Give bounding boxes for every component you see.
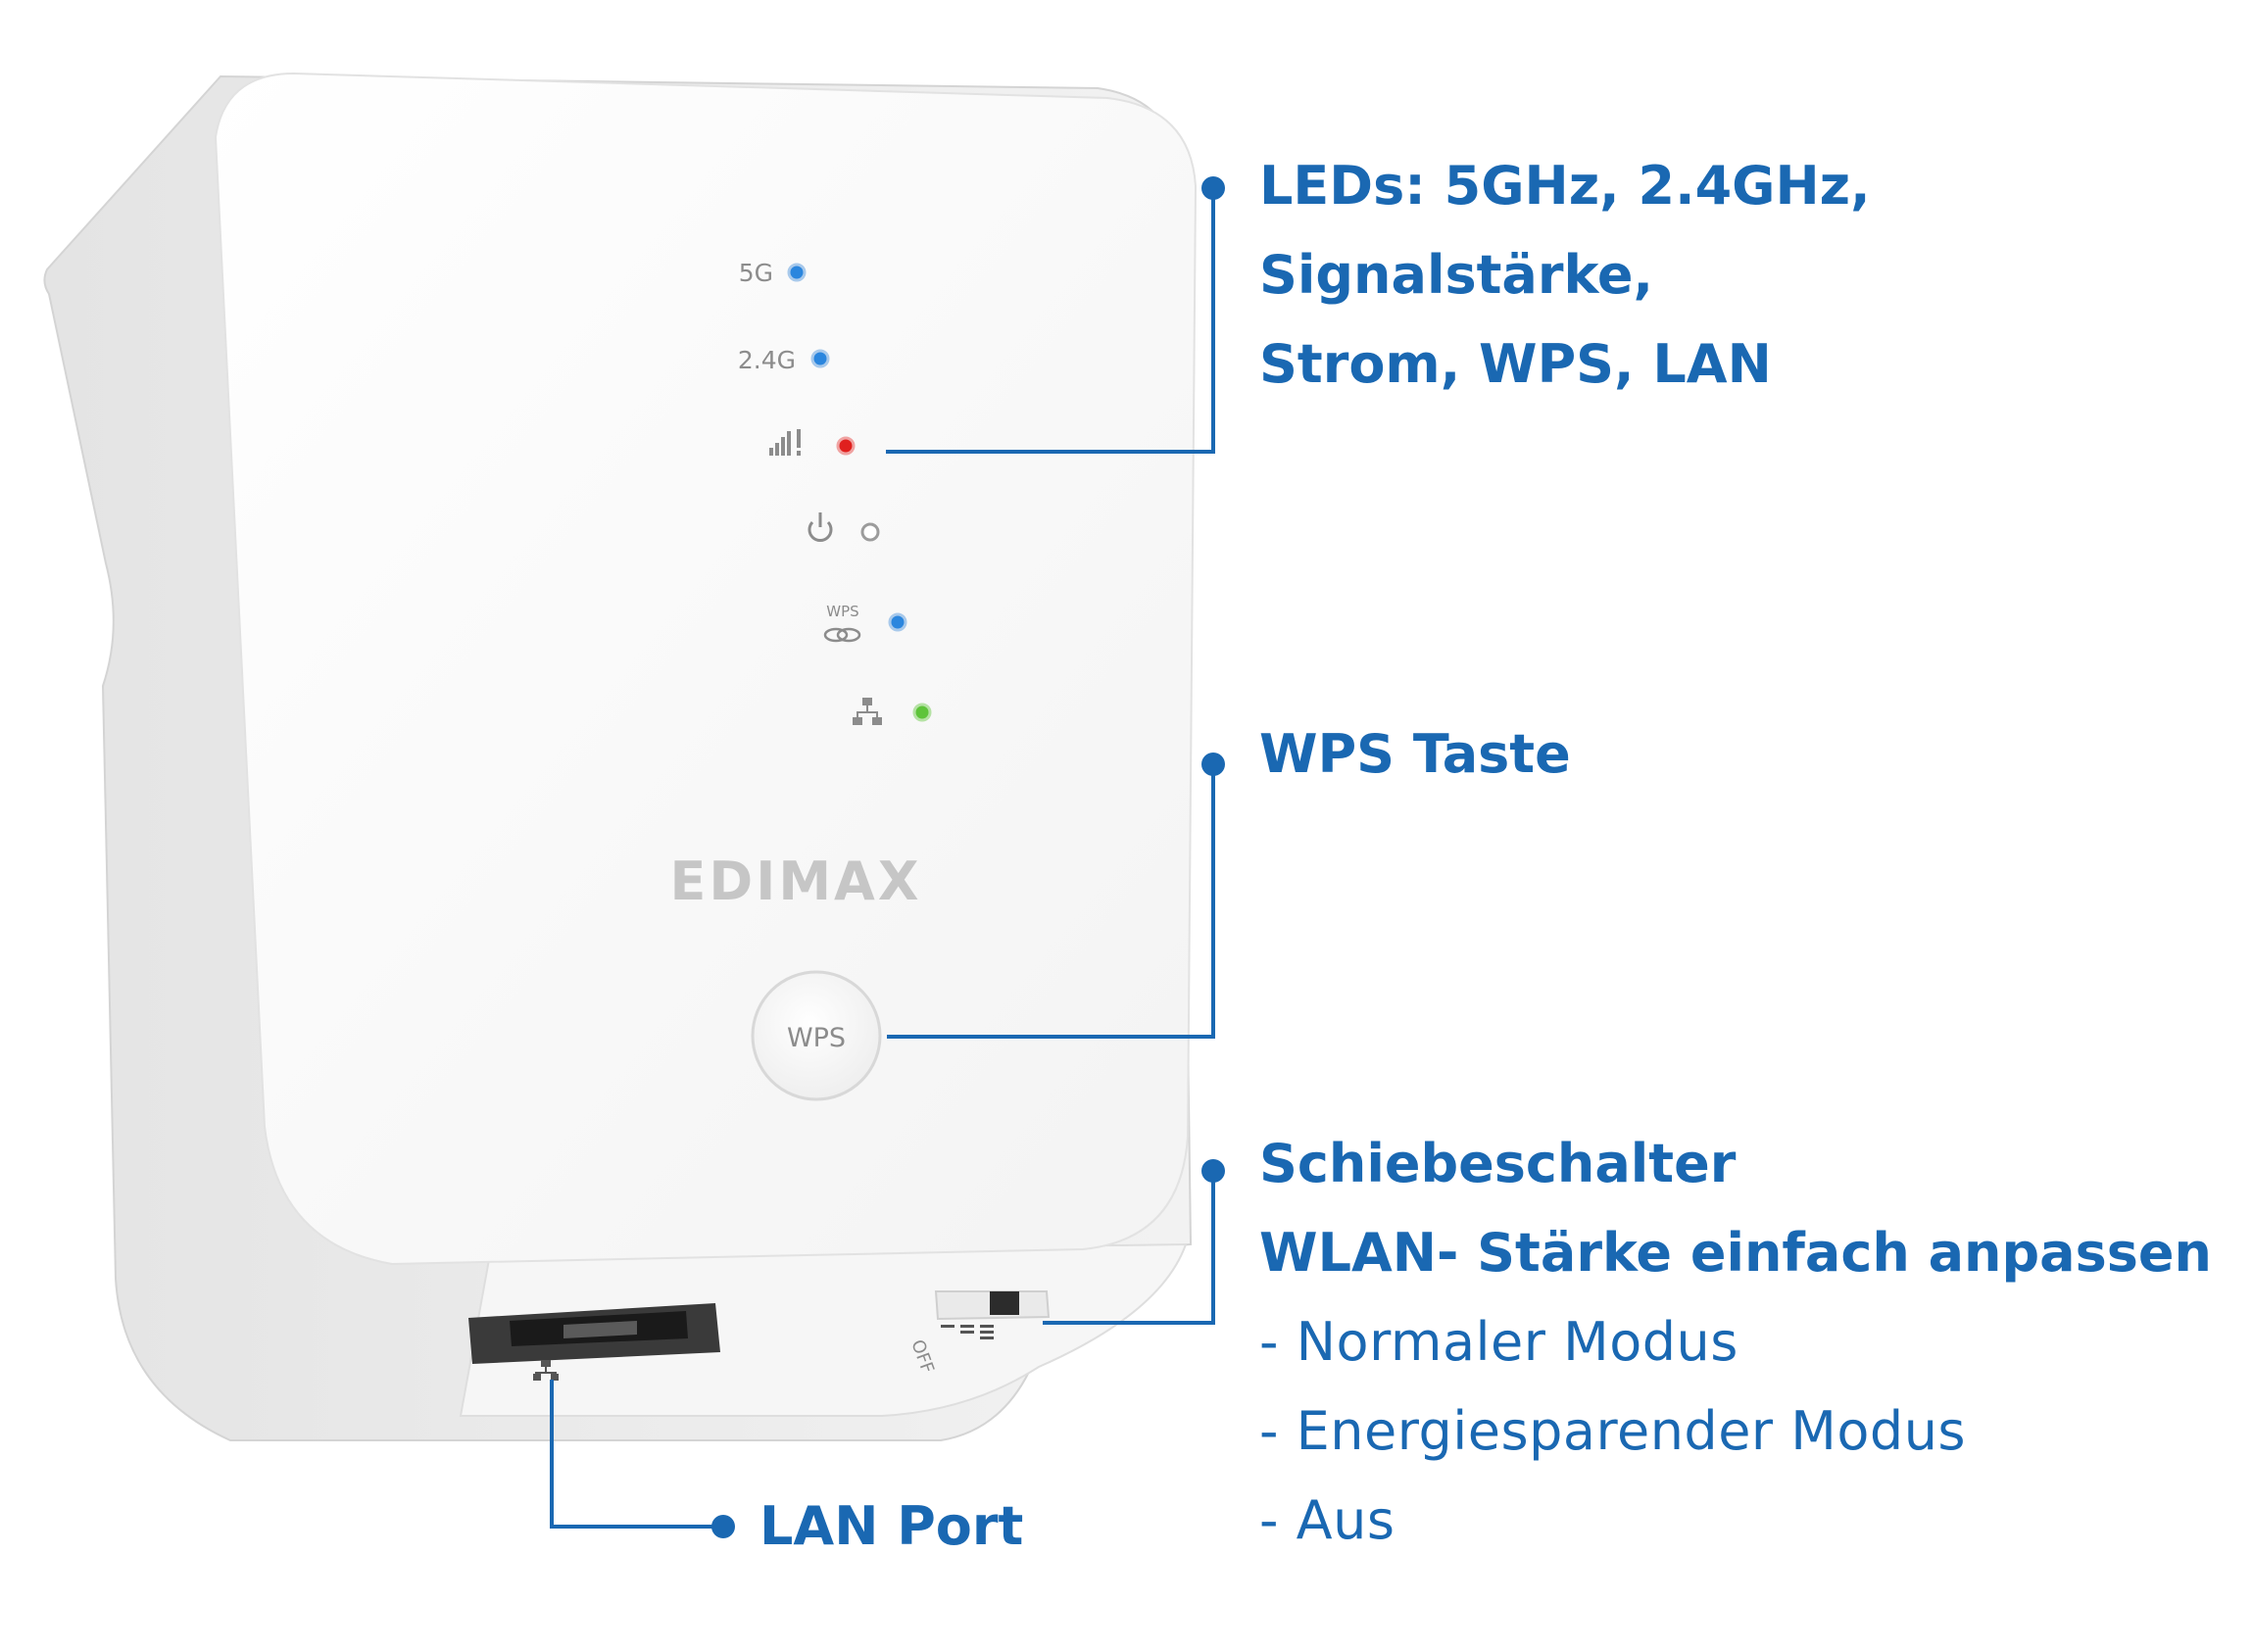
switch-mode-normal: - Normaler Modus [1259,1311,1738,1373]
led-power [860,522,880,542]
wps-callout-title: WPS Taste [1259,723,1571,785]
led-5g [787,263,807,282]
leds-leader-line [886,188,1215,454]
leds-callout-line-2: Signalstärke, [1259,244,1654,306]
led-lan [912,703,932,722]
led-wps [888,612,907,632]
power-icon [808,512,833,542]
led-2.4g [810,349,830,368]
switch-mode-energy-saving: - Energiesparender Modus [1259,1400,1967,1462]
leader-lines [550,188,1215,1529]
lan-port-icon [533,1360,559,1381]
lan-leader-line [550,1380,723,1529]
2.4g-label: 2.4G [738,346,796,374]
wps-button-label: WPS [787,1023,846,1053]
wps-led-label: WPS [826,603,858,620]
switch-leader-line [1043,1171,1215,1325]
lan-callout: LAN Port [759,1482,1023,1571]
switch-callout-line-1: Schiebeschalter [1259,1133,1737,1194]
5g-label: 5G [739,259,773,287]
signal-strength-icon [769,429,801,456]
wps-leader-line [887,764,1215,1039]
device-front-panel [214,72,1198,1266]
device-bottom-face [459,1242,1188,1417]
switch-callout: Schiebeschalter WLAN- Stärke einfach anp… [1259,1119,2212,1565]
wps-link-icon [823,627,861,643]
led-signal [836,436,856,456]
leds-callout: LEDs: 5GHz, 2.4GHz, Signalstärke, Strom,… [1259,141,1871,409]
edimax-logo: EDIMAX [670,850,922,912]
led-panel: 5G 2.4G WPS [738,259,932,725]
range-extender-device: 5G 2.4G WPS [43,72,1198,1441]
mode-slide-switch[interactable] [934,1290,1051,1339]
wps-button[interactable]: WPS [751,970,882,1101]
switch-callout-line-2: WLAN- Stärke einfach anpassen [1259,1222,2212,1284]
lan-port[interactable] [468,1303,720,1364]
leds-callout-line-3: Strom, WPS, LAN [1259,333,1772,395]
lan-callout-title: LAN Port [759,1495,1024,1557]
lan-network-icon [853,698,882,725]
switch-mode-off: - Aus [1259,1489,1395,1551]
wps-callout: WPS Taste [1259,709,1571,799]
leader-dots [711,176,1225,1538]
leds-callout-line-1: LEDs: 5GHz, 2.4GHz, [1259,155,1871,217]
